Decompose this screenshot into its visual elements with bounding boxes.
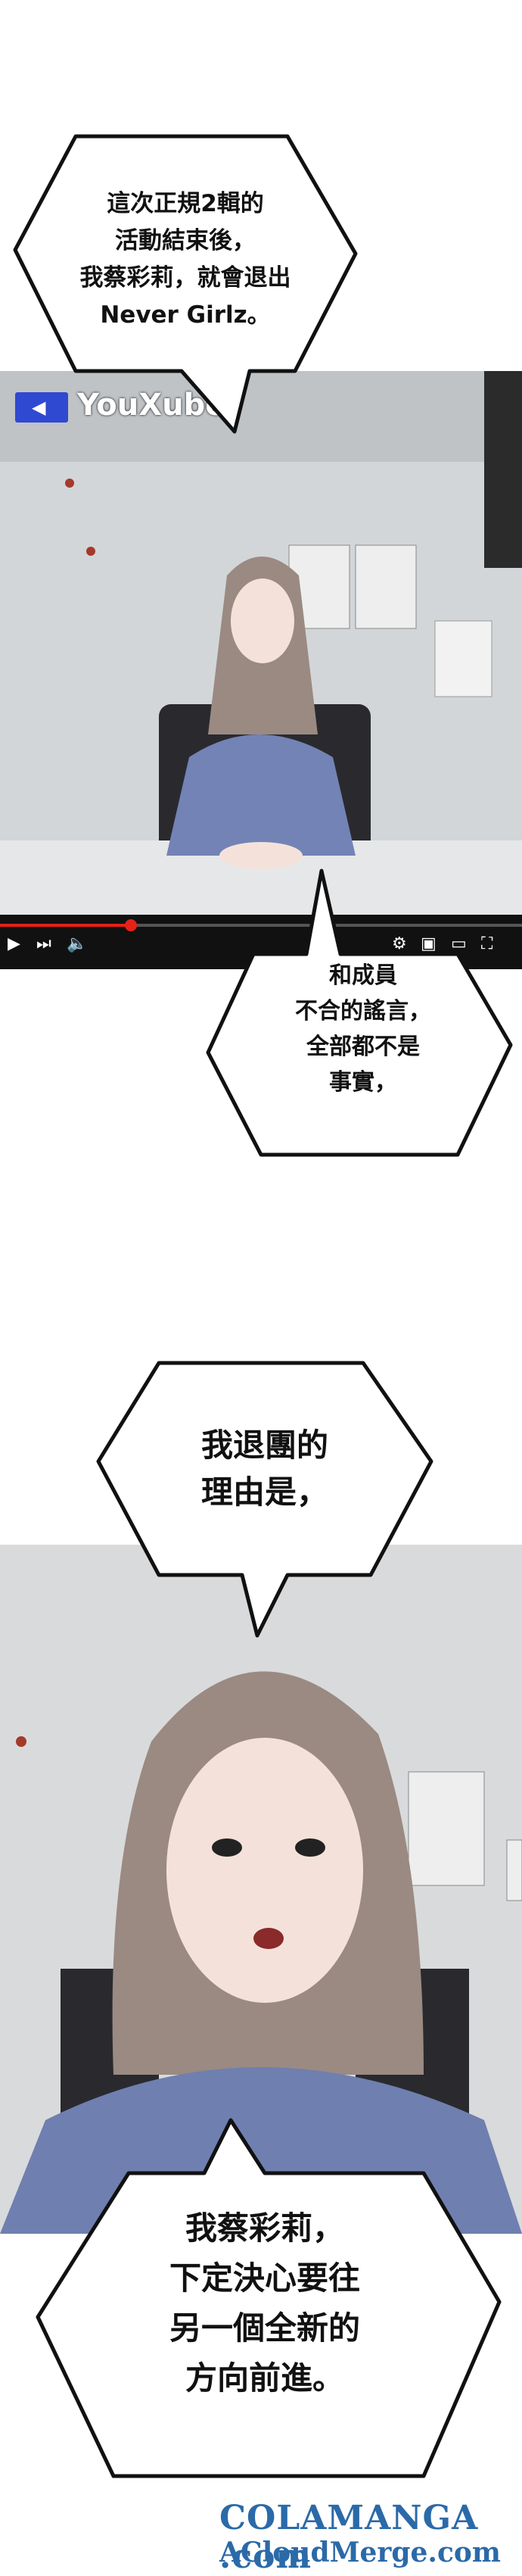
speech-bubble-1 [13,134,358,434]
watermark-line-2: ACloudMerge.com [219,2537,501,2568]
closeup-panel [0,1545,522,2234]
bubble-1-text: 這次正規2輯的 活動結束後， 我蔡彩莉，就會退出 Never Girlz。 [79,190,291,329]
closeup-scene-art [0,1545,522,2234]
bubble-2-text: 和成員 不合的謠言， 全部都不是 事實， [295,962,431,1096]
settings-icon[interactable]: ⚙ [392,934,407,953]
channel-badge: ◀ [15,392,68,423]
speech-bubble-2 [206,869,513,1157]
play-back-icon: ◀ [32,397,46,418]
video-scene-art [0,371,522,969]
miniplayer-icon[interactable]: ▣ [421,934,437,953]
volume-icon[interactable]: 🔈 [67,934,88,953]
video-scrubber-handle[interactable] [124,919,137,931]
fullscreen-icon[interactable]: ⛶ [481,934,493,953]
bubble-4-text: 我蔡彩莉， 下定決心要往 另一個全新的 方向前進。 [169,2210,360,2397]
theater-icon[interactable]: ▭ [451,934,467,953]
next-icon[interactable]: ⏭ [36,934,51,953]
bubble-3-text: 我退團的 理由是， [200,1427,328,1511]
speech-bubble-4 [36,2118,502,2478]
play-icon[interactable]: ▶ [8,934,20,953]
video-progress-fill [0,924,131,927]
video-progress-track[interactable] [0,924,522,927]
speech-bubble-3 [96,1361,433,1638]
video-panel [0,371,522,969]
